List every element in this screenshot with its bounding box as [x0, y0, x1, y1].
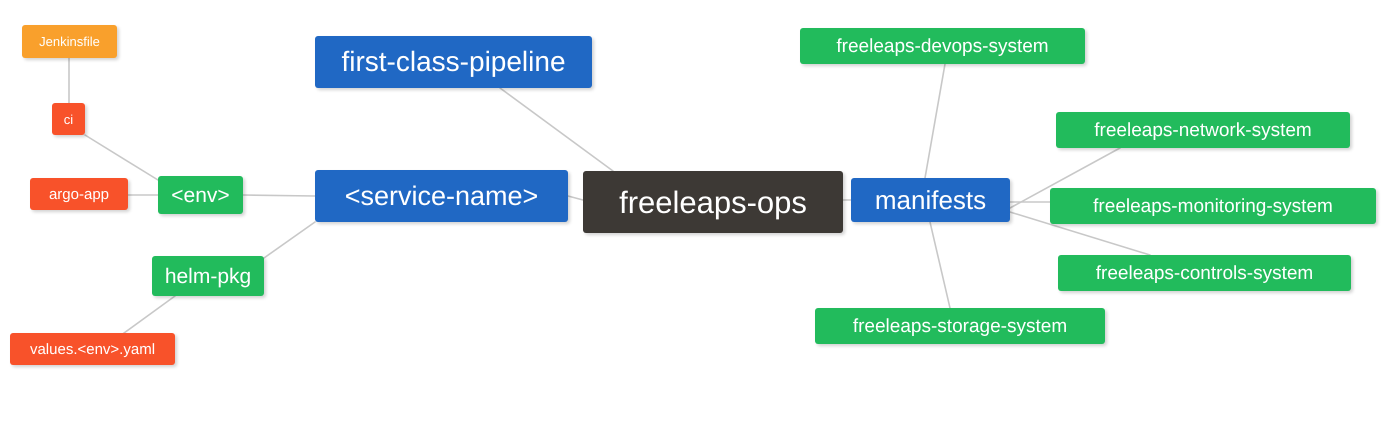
node-label-service-name: <service-name>: [344, 180, 539, 211]
node-network-system[interactable]: freeleaps-network-system: [1056, 112, 1350, 148]
node-label-manifests: manifests: [874, 185, 987, 215]
edge-ci-to-env: [84, 134, 159, 181]
node-label-network-system: freeleaps-network-system: [1094, 119, 1312, 141]
edge-first-class-pipeline-to-freeleaps-ops: [499, 87, 614, 172]
edge-service-name-to-helm-pkg: [263, 221, 316, 259]
node-label-storage-system: freeleaps-storage-system: [852, 315, 1068, 337]
node-argo-app[interactable]: argo-app: [30, 178, 128, 210]
node-helm-pkg[interactable]: helm-pkg: [152, 256, 264, 296]
node-storage-system[interactable]: freeleaps-storage-system: [815, 308, 1105, 344]
node-devops-system[interactable]: freeleaps-devops-system: [800, 28, 1085, 64]
node-controls-system[interactable]: freeleaps-controls-system: [1058, 255, 1351, 291]
edge-service-name-to-freeleaps-ops: [567, 195, 584, 201]
node-manifests[interactable]: manifests: [851, 178, 1010, 222]
node-monitoring-system[interactable]: freeleaps-monitoring-system: [1050, 188, 1376, 224]
node-label-first-class-pipeline: first-class-pipeline: [341, 46, 566, 77]
node-label-monitoring-system: freeleaps-monitoring-system: [1093, 195, 1333, 217]
node-label-helm-pkg: helm-pkg: [164, 264, 252, 288]
node-service-name[interactable]: <service-name>: [315, 170, 568, 222]
edge-env-to-service-name: [242, 194, 316, 197]
node-label-env: <env>: [171, 183, 230, 207]
node-label-ci: ci: [63, 111, 74, 127]
node-first-class-pipeline[interactable]: first-class-pipeline: [315, 36, 592, 88]
node-env[interactable]: <env>: [158, 176, 243, 214]
node-jenkinsfile[interactable]: Jenkinsfile: [22, 25, 117, 58]
node-freeleaps-ops[interactable]: freeleaps-ops: [583, 171, 843, 233]
node-ci[interactable]: ci: [52, 103, 85, 135]
node-label-argo-app: argo-app: [48, 185, 110, 203]
node-label-values-yaml: values.<env>.yaml: [29, 340, 156, 358]
node-label-jenkinsfile: Jenkinsfile: [39, 34, 100, 49]
node-values-yaml[interactable]: values.<env>.yaml: [10, 333, 175, 365]
edge-manifests-to-devops-system: [924, 63, 946, 179]
node-label-controls-system: freeleaps-controls-system: [1095, 262, 1314, 284]
edge-manifests-to-storage-system: [929, 221, 951, 309]
node-label-freeleaps-ops: freeleaps-ops: [619, 184, 807, 220]
node-label-devops-system: freeleaps-devops-system: [836, 35, 1049, 57]
